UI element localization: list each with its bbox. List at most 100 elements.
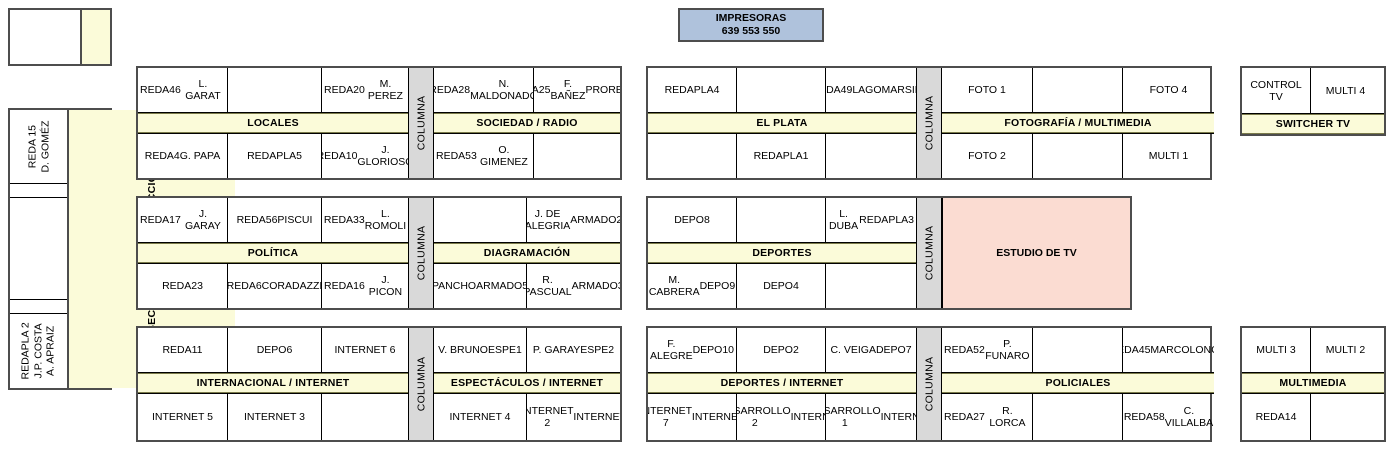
sidebar-cell-empty-1[interactable] — [10, 184, 68, 198]
desk-cell[interactable]: REDA23 — [138, 263, 228, 308]
desk-cell-empty[interactable] — [737, 68, 826, 113]
sidebar-cell-empty-3[interactable] — [10, 300, 68, 314]
desk-cell-line: MULTI 3 — [1256, 344, 1296, 357]
column-divider-label: COLUMNA — [923, 356, 936, 412]
desk-cell-line: J. GLORIOSO — [357, 143, 408, 168]
desk-cell[interactable]: MULTI 2 — [1311, 328, 1380, 372]
studio-tv-area[interactable]: ESTUDIO DE TV — [942, 198, 1130, 308]
desk-cell-empty[interactable] — [228, 68, 322, 113]
printers-numbers: 639 553 550 — [721, 25, 781, 37]
desk-cell[interactable]: FOTO 2 — [942, 133, 1033, 178]
desk-cell[interactable]: DEPO8 — [648, 198, 737, 243]
column-divider-label: COLUMNA — [415, 356, 428, 412]
desk-cell-empty[interactable] — [534, 134, 620, 178]
desk-cell[interactable]: MULTI 1 — [1123, 134, 1214, 178]
desk-cell[interactable]: MULTI 3 — [1242, 328, 1311, 373]
section-label: DEPORTES — [648, 243, 916, 263]
desk-cell[interactable]: DEPO6 — [228, 328, 322, 373]
desk-cell-line: REDA6 — [228, 279, 262, 292]
desk-cell-line: INTERNET 5 — [151, 410, 214, 423]
desk-cell[interactable]: INTERNET 2INTERNET — [527, 394, 620, 440]
desk-cell[interactable]: INTERNET 4 — [434, 393, 527, 440]
desk-cell[interactable]: DESARROLLO 1INTERNET — [826, 394, 916, 440]
column-divider-label: COLUMNA — [923, 225, 936, 281]
desk-cell-empty[interactable] — [826, 134, 916, 178]
desk-cell[interactable]: INTERNET 6 — [322, 328, 408, 372]
block-multimedia: MULTI 3 MULTI 2 MULTIMEDIA REDA14 — [1240, 326, 1386, 442]
desk-cell[interactable]: DEPO2 — [737, 328, 826, 373]
desk-cell[interactable]: REDA45MARCOLONGO — [1123, 328, 1214, 372]
desk-cell[interactable]: DEPO4 — [737, 263, 826, 308]
column-divider-label: COLUMNA — [415, 225, 428, 281]
desk-row: REDA28N. MALDONADOREDA25F. BAÑEZPROREDO3 — [434, 68, 620, 114]
desk-cell-empty[interactable] — [1033, 133, 1123, 178]
section-label-text: MULTIMEDIA — [1279, 377, 1347, 390]
desk-cell[interactable]: FOTO 1 — [942, 68, 1033, 113]
desk-cell[interactable]: INTERNET 3 — [228, 393, 322, 440]
desk-cell-empty[interactable] — [434, 198, 527, 243]
desk-cell-empty[interactable] — [1033, 68, 1123, 113]
desk-cell[interactable]: REDA49LAGOMARSINO — [826, 68, 916, 112]
desk-cell[interactable]: INTERNET 5 — [138, 393, 228, 440]
desk-cell[interactable]: REDA10J. GLORIOSO — [322, 134, 408, 178]
desk-cell[interactable]: FOTO 4 — [1123, 68, 1214, 112]
desk-cell-empty[interactable] — [826, 264, 916, 308]
desk-cell-empty[interactable] — [737, 198, 826, 243]
desk-cell[interactable]: REDA25F. BAÑEZPROREDO3 — [534, 68, 620, 112]
desk-cell[interactable]: INTERNET 7INTERNET — [648, 393, 737, 440]
desk-cell[interactable]: CONTROL TV — [1242, 68, 1311, 114]
desk-cell-line: O. GIMENEZ — [480, 143, 528, 168]
desk-cell[interactable]: REDA11 — [138, 328, 228, 373]
desk-cell-empty[interactable] — [648, 133, 737, 178]
desk-cell[interactable]: REDAPLA5 — [228, 133, 322, 178]
desk-cell-empty[interactable] — [1311, 394, 1380, 440]
desk-cell-line: C. VEIGA — [830, 344, 876, 357]
section-label: MULTIMEDIA — [1242, 373, 1384, 393]
desk-cell[interactable]: REDA28N. MALDONADO — [434, 68, 534, 113]
desk-cell-line: INTERNET 2 — [527, 404, 574, 429]
desk-cell[interactable]: MULTI 4 — [1311, 68, 1380, 113]
desk-cell-line: MULTI 1 — [1148, 149, 1189, 162]
desk-cell[interactable]: DESARROLLO 2INTERNET — [737, 393, 826, 440]
section-label-text: FOTOGRAFÍA / MULTIMEDIA — [1004, 117, 1152, 129]
desk-cell-empty[interactable] — [1033, 393, 1123, 440]
desk-cell-line: ARMADO2 — [570, 214, 620, 227]
desk-cell[interactable]: REDAPLA4 — [648, 68, 737, 113]
sidebar-cell-empty-2[interactable] — [10, 198, 68, 300]
desk-cell-line: INTERNET — [790, 410, 825, 423]
sidebar-top-empty-cell[interactable] — [10, 10, 82, 64]
desk-cell-empty[interactable] — [1033, 328, 1123, 373]
desk-row: FOTO 1 FOTO 4 — [942, 68, 1214, 114]
desk-cell-line: L. ROMOLI — [364, 208, 407, 233]
desk-cell-empty[interactable] — [322, 394, 408, 440]
desk-cell[interactable]: REDAPLA1 — [737, 133, 826, 178]
desk-cell[interactable]: REDA14 — [1242, 393, 1311, 440]
column-divider-label: COLUMNA — [415, 95, 428, 151]
